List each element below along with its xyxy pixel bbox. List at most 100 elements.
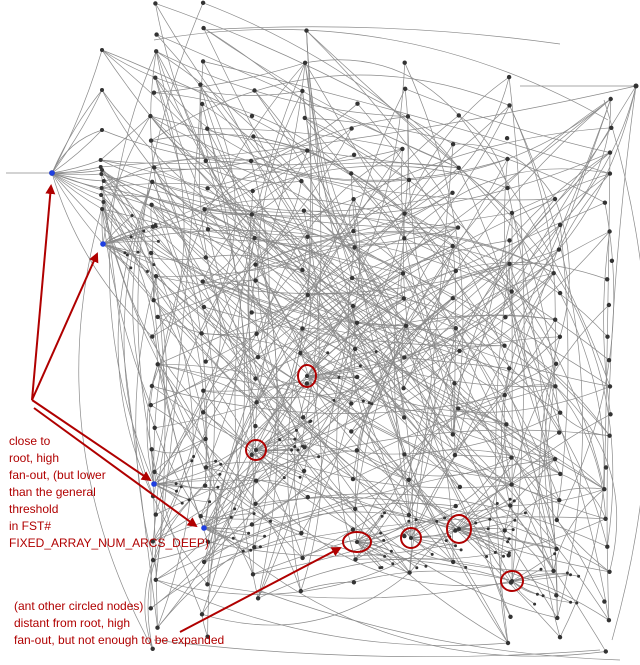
graph-node xyxy=(308,420,312,424)
graph-edge xyxy=(205,160,257,334)
graph-edges xyxy=(6,2,640,661)
graph-edge xyxy=(157,363,412,539)
graph-node xyxy=(249,310,254,315)
graph-edge xyxy=(155,458,556,581)
graph-edge xyxy=(495,263,510,644)
graph-node xyxy=(175,489,178,493)
graph-edge xyxy=(153,62,306,94)
graph-node xyxy=(252,235,257,241)
graph-edge xyxy=(257,589,621,661)
graph-node xyxy=(558,410,563,415)
graph-node xyxy=(606,358,612,363)
graph-node xyxy=(299,530,304,536)
graph-edge xyxy=(355,558,513,582)
graph-edge xyxy=(351,431,561,638)
graph-node xyxy=(145,270,149,273)
graph-edge xyxy=(307,294,606,520)
graph-node xyxy=(99,193,104,197)
graph-node xyxy=(402,211,407,216)
graph-edge xyxy=(251,214,554,572)
graph-edge xyxy=(204,209,561,475)
graph-edge xyxy=(410,537,456,547)
graph-edge xyxy=(251,214,279,599)
graph-edge xyxy=(154,167,208,189)
graph-node xyxy=(457,484,463,490)
graph-node xyxy=(302,60,308,65)
graph-node xyxy=(253,423,258,429)
graph-edge xyxy=(511,574,571,582)
graph-edge xyxy=(150,115,302,184)
graph-edge xyxy=(51,172,102,196)
graph-edge xyxy=(354,243,608,337)
graph-node xyxy=(508,497,512,501)
annotation-arrows xyxy=(31,184,342,633)
graph-edge xyxy=(302,236,308,271)
graph-edge xyxy=(102,243,206,439)
graph-node xyxy=(192,455,196,458)
graph-edge xyxy=(101,169,410,573)
graph-edge xyxy=(353,88,406,232)
graph-node xyxy=(424,564,428,568)
graph-node xyxy=(254,400,259,405)
graph-node xyxy=(148,113,153,119)
graph-node xyxy=(565,571,569,575)
graph-node xyxy=(430,552,434,556)
graph-node xyxy=(302,115,307,121)
graph-edge xyxy=(403,98,611,358)
graph-node xyxy=(200,279,205,284)
graph-edge xyxy=(101,169,194,628)
graph-edge xyxy=(203,520,271,529)
graph-node xyxy=(457,348,462,354)
graph-node xyxy=(305,292,310,298)
graph-edge xyxy=(410,537,466,568)
graph-edge xyxy=(507,187,558,618)
graph-node xyxy=(633,83,639,89)
graph-edge xyxy=(155,276,166,580)
graph-edge xyxy=(556,519,610,573)
graph-node xyxy=(203,436,208,442)
graph-edge xyxy=(101,89,354,307)
graph-node xyxy=(374,350,378,354)
graph-node xyxy=(379,531,383,535)
graph-node xyxy=(100,48,104,52)
graph-edge xyxy=(203,513,255,529)
graph-node xyxy=(203,359,208,364)
graph-node xyxy=(607,229,612,234)
graph-edge xyxy=(410,517,445,539)
graph-edge xyxy=(103,168,561,338)
graph-node xyxy=(201,559,207,565)
graph-node xyxy=(305,234,310,239)
graph-edge xyxy=(306,375,364,402)
graph-edge xyxy=(137,2,204,615)
graph-edge xyxy=(150,252,556,387)
graph-edge xyxy=(306,375,557,550)
graph-node xyxy=(383,511,386,515)
graph-node xyxy=(493,550,497,554)
graph-edge xyxy=(155,51,405,418)
graph-edge xyxy=(255,439,280,451)
graph-edge xyxy=(100,194,610,573)
graph-edge xyxy=(458,503,498,530)
graph-edge xyxy=(202,281,513,582)
graph-node xyxy=(332,398,336,402)
graph-edge xyxy=(348,247,454,563)
graph-node xyxy=(293,445,297,448)
graph-edge xyxy=(458,408,605,490)
graph-node xyxy=(352,346,358,352)
graph-edge xyxy=(204,198,453,247)
graph-edge xyxy=(204,208,610,436)
graph-node xyxy=(100,88,104,92)
graph-edge xyxy=(155,61,204,580)
graph-edge xyxy=(356,262,608,324)
graph-node xyxy=(450,142,456,147)
graph-edge xyxy=(200,408,459,520)
graph-edge xyxy=(558,173,611,250)
graph-edge xyxy=(503,272,554,485)
graph-edge xyxy=(410,98,612,539)
graph-node xyxy=(251,134,256,139)
graph-edge xyxy=(453,143,556,200)
graph-edge xyxy=(155,237,405,515)
graph-node xyxy=(149,202,154,207)
graph-node xyxy=(453,326,458,331)
graph-node xyxy=(199,331,204,336)
